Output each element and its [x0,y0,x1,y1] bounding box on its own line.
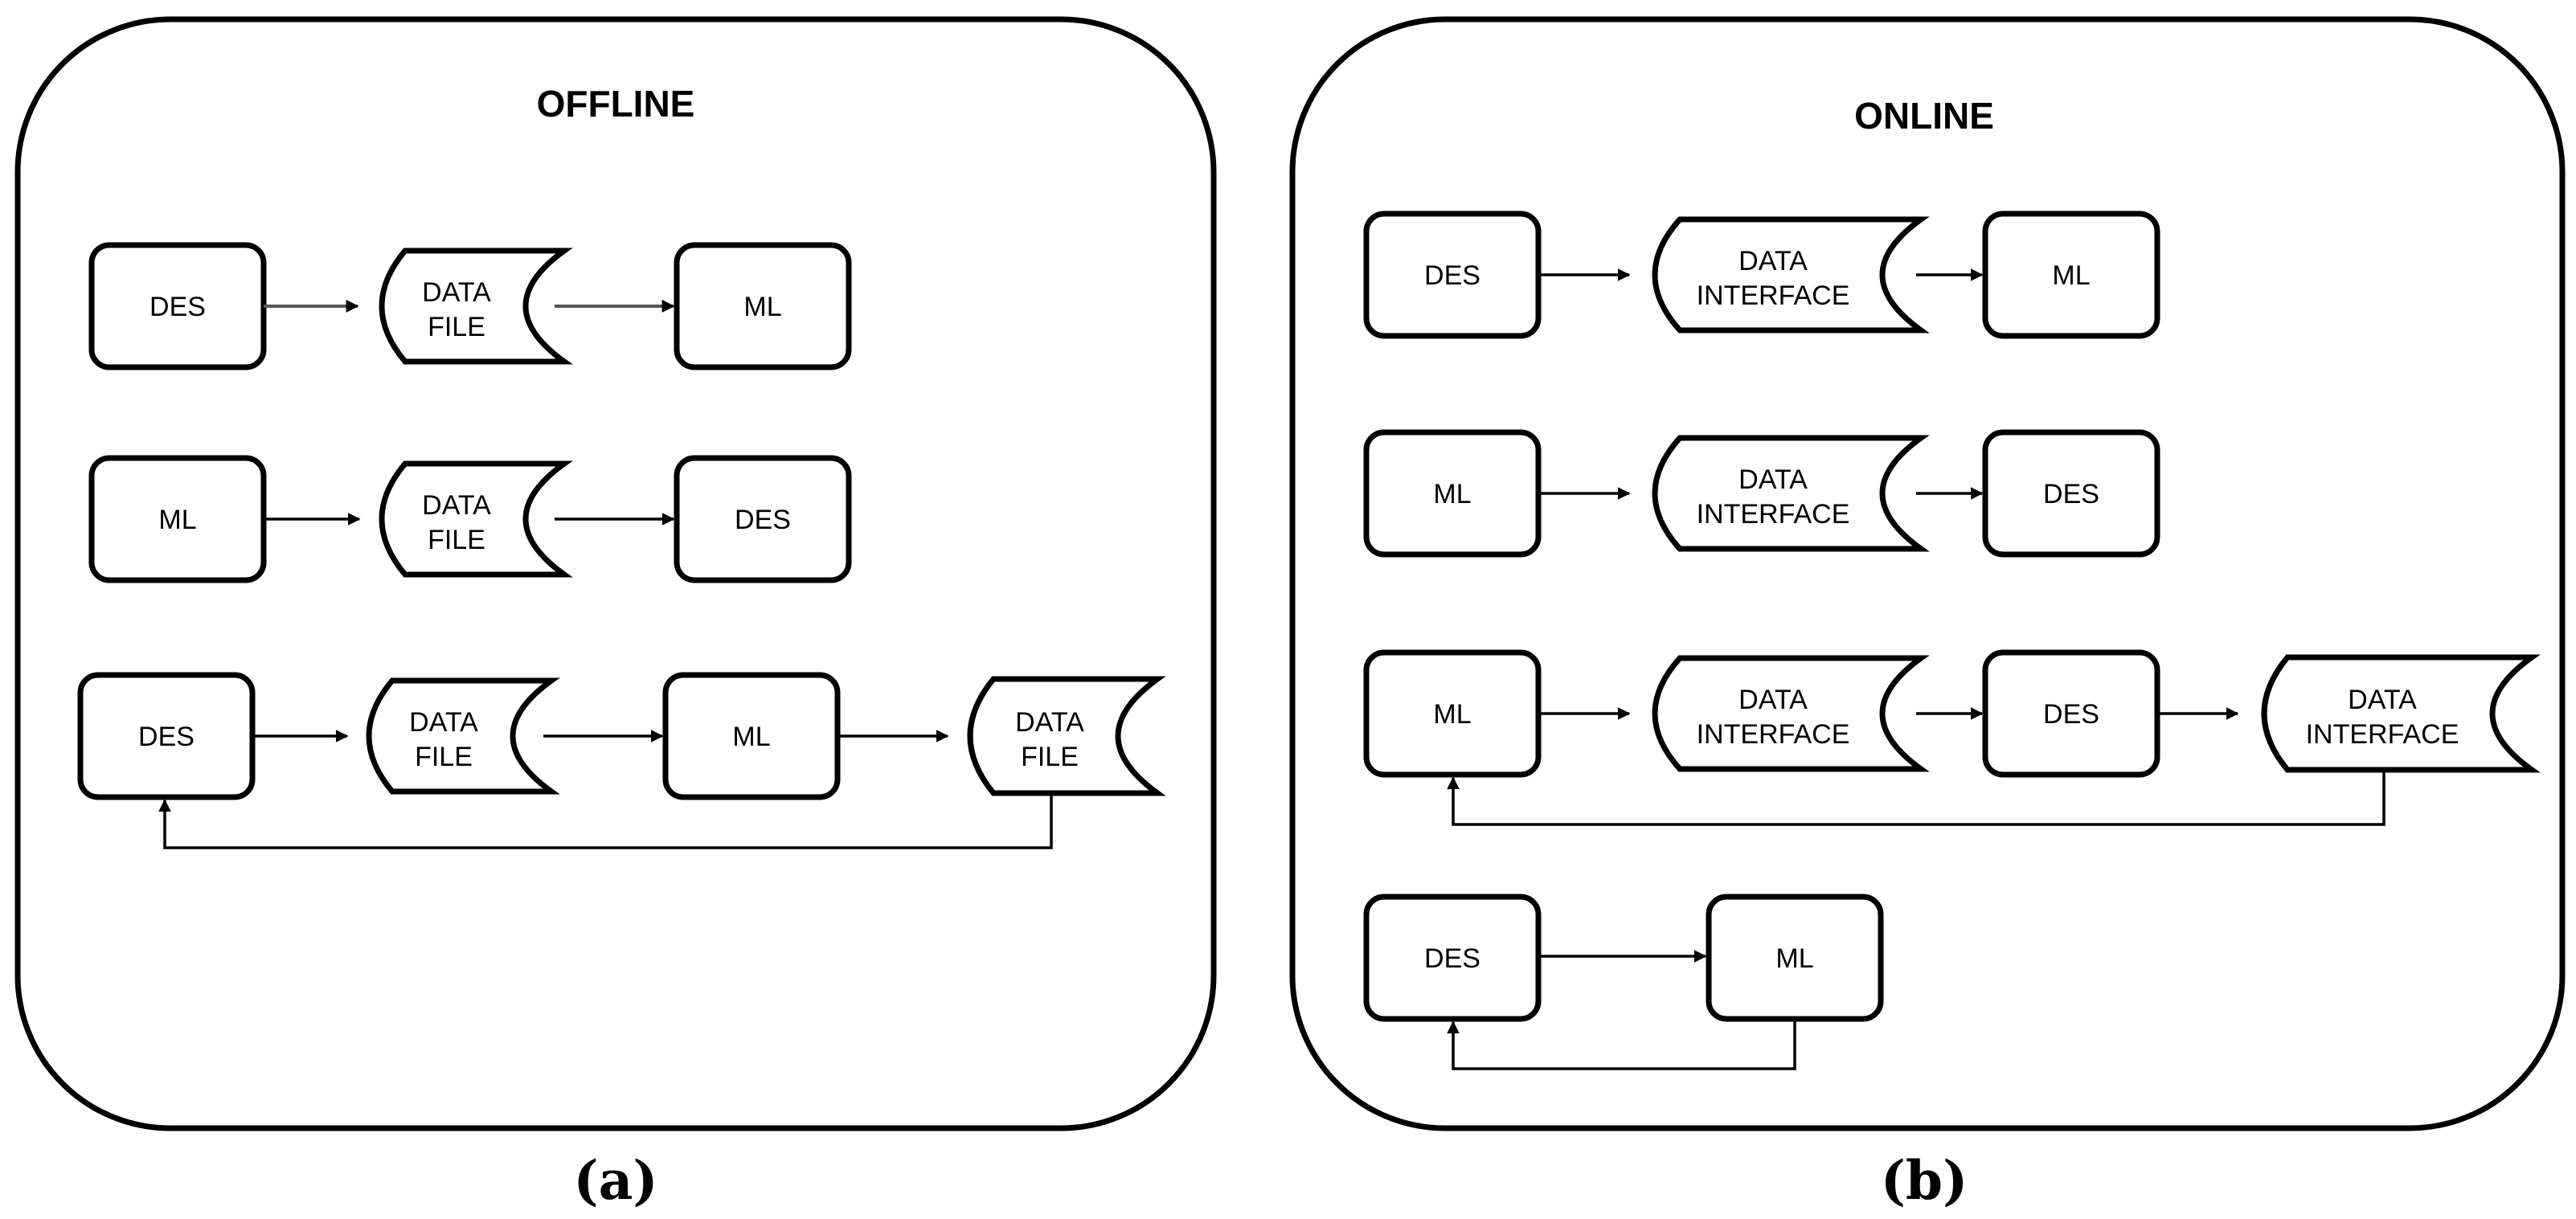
caption-b: (b) [1881,1149,1968,1212]
des-box [674,455,852,583]
offline-row-1: DES DATA FILE ML [88,242,852,370]
data-file-label-line1: DATA [409,707,478,738]
data-file-store [379,460,573,578]
data-interface-label-line1: DATA [1738,246,1808,276]
data-interface-store [1652,216,1930,333]
data-interface-label-line2: INTERFACE [2306,719,2459,750]
online-row-3: ML DATA INTERFACE DES DATA INTERFACE [1363,649,2541,826]
data-file-store [379,247,573,365]
ml-box-label: ML [743,292,781,322]
data-interface-label-line2: INTERFACE [1697,719,1850,750]
online-row-4: DES ML [1363,894,1884,1070]
ml-box-label: ML [1433,699,1471,730]
data-interface-store [2261,654,2541,773]
ml-box [674,242,852,370]
des-box [1363,894,1542,1022]
feedback-arrow-file-to-des [158,793,1053,849]
online-row-1: DES DATA INTERFACE ML [1363,211,2160,339]
des-box-label: DES [2043,479,2099,509]
data-file-store [967,676,1166,796]
data-file-label-line1: DATA [1015,707,1084,738]
online-panel: ONLINE DES DATA INTERFACE ML ML DATA INT… [1289,16,2566,1212]
offline-panel-border [14,16,1217,1131]
online-title: ONLINE [1854,95,1994,137]
feedback-arrow-ml-to-des [1447,1019,1796,1070]
data-interface-label-line2: INTERFACE [1697,499,1850,530]
data-file-label-line2: FILE [428,312,485,342]
ml-box-label: ML [1775,943,1813,974]
online-row-2: ML DATA INTERFACE DES [1363,429,2160,558]
data-interface-label-line1: DATA [2348,685,2417,715]
offline-row-2: ML DATA FILE DES [88,455,852,583]
offline-row-3: DES DATA FILE ML DATA FILE [77,672,1166,849]
ml-box-label: ML [158,505,196,535]
des-box-label: DES [1424,260,1480,291]
des-box-label: DES [149,292,206,322]
des-box-label: DES [1424,943,1480,974]
data-file-label-line1: DATA [422,490,491,521]
caption-a: (a) [573,1149,657,1212]
des-box-label: DES [735,505,791,535]
offline-title: OFFLINE [537,83,695,125]
data-file-label-line2: FILE [428,525,485,555]
data-file-label-line1: DATA [422,277,491,308]
data-file-label-line2: FILE [1021,742,1079,772]
data-interface-label-line2: INTERFACE [1697,280,1850,311]
des-box-label: DES [138,722,195,752]
des-box-label: DES [2043,699,2099,730]
ml-box-label: ML [1433,479,1471,509]
data-file-store [366,677,560,795]
data-file-label-line2: FILE [415,742,473,772]
data-interface-store [1652,435,1930,552]
data-interface-store [1652,655,1930,772]
des-box [1982,429,2160,558]
data-interface-label-line1: DATA [1738,464,1808,495]
offline-panel: OFFLINE DES DATA FILE ML ML DATA FILE DE… [14,16,1217,1212]
feedback-arrow-interface-to-ml [1447,770,2386,826]
ml-box [1982,211,2160,339]
ml-box-label: ML [732,722,770,752]
data-interface-label-line1: DATA [1738,685,1808,715]
online-panel-border [1289,16,2566,1131]
ml-box-label: ML [2052,260,2090,291]
